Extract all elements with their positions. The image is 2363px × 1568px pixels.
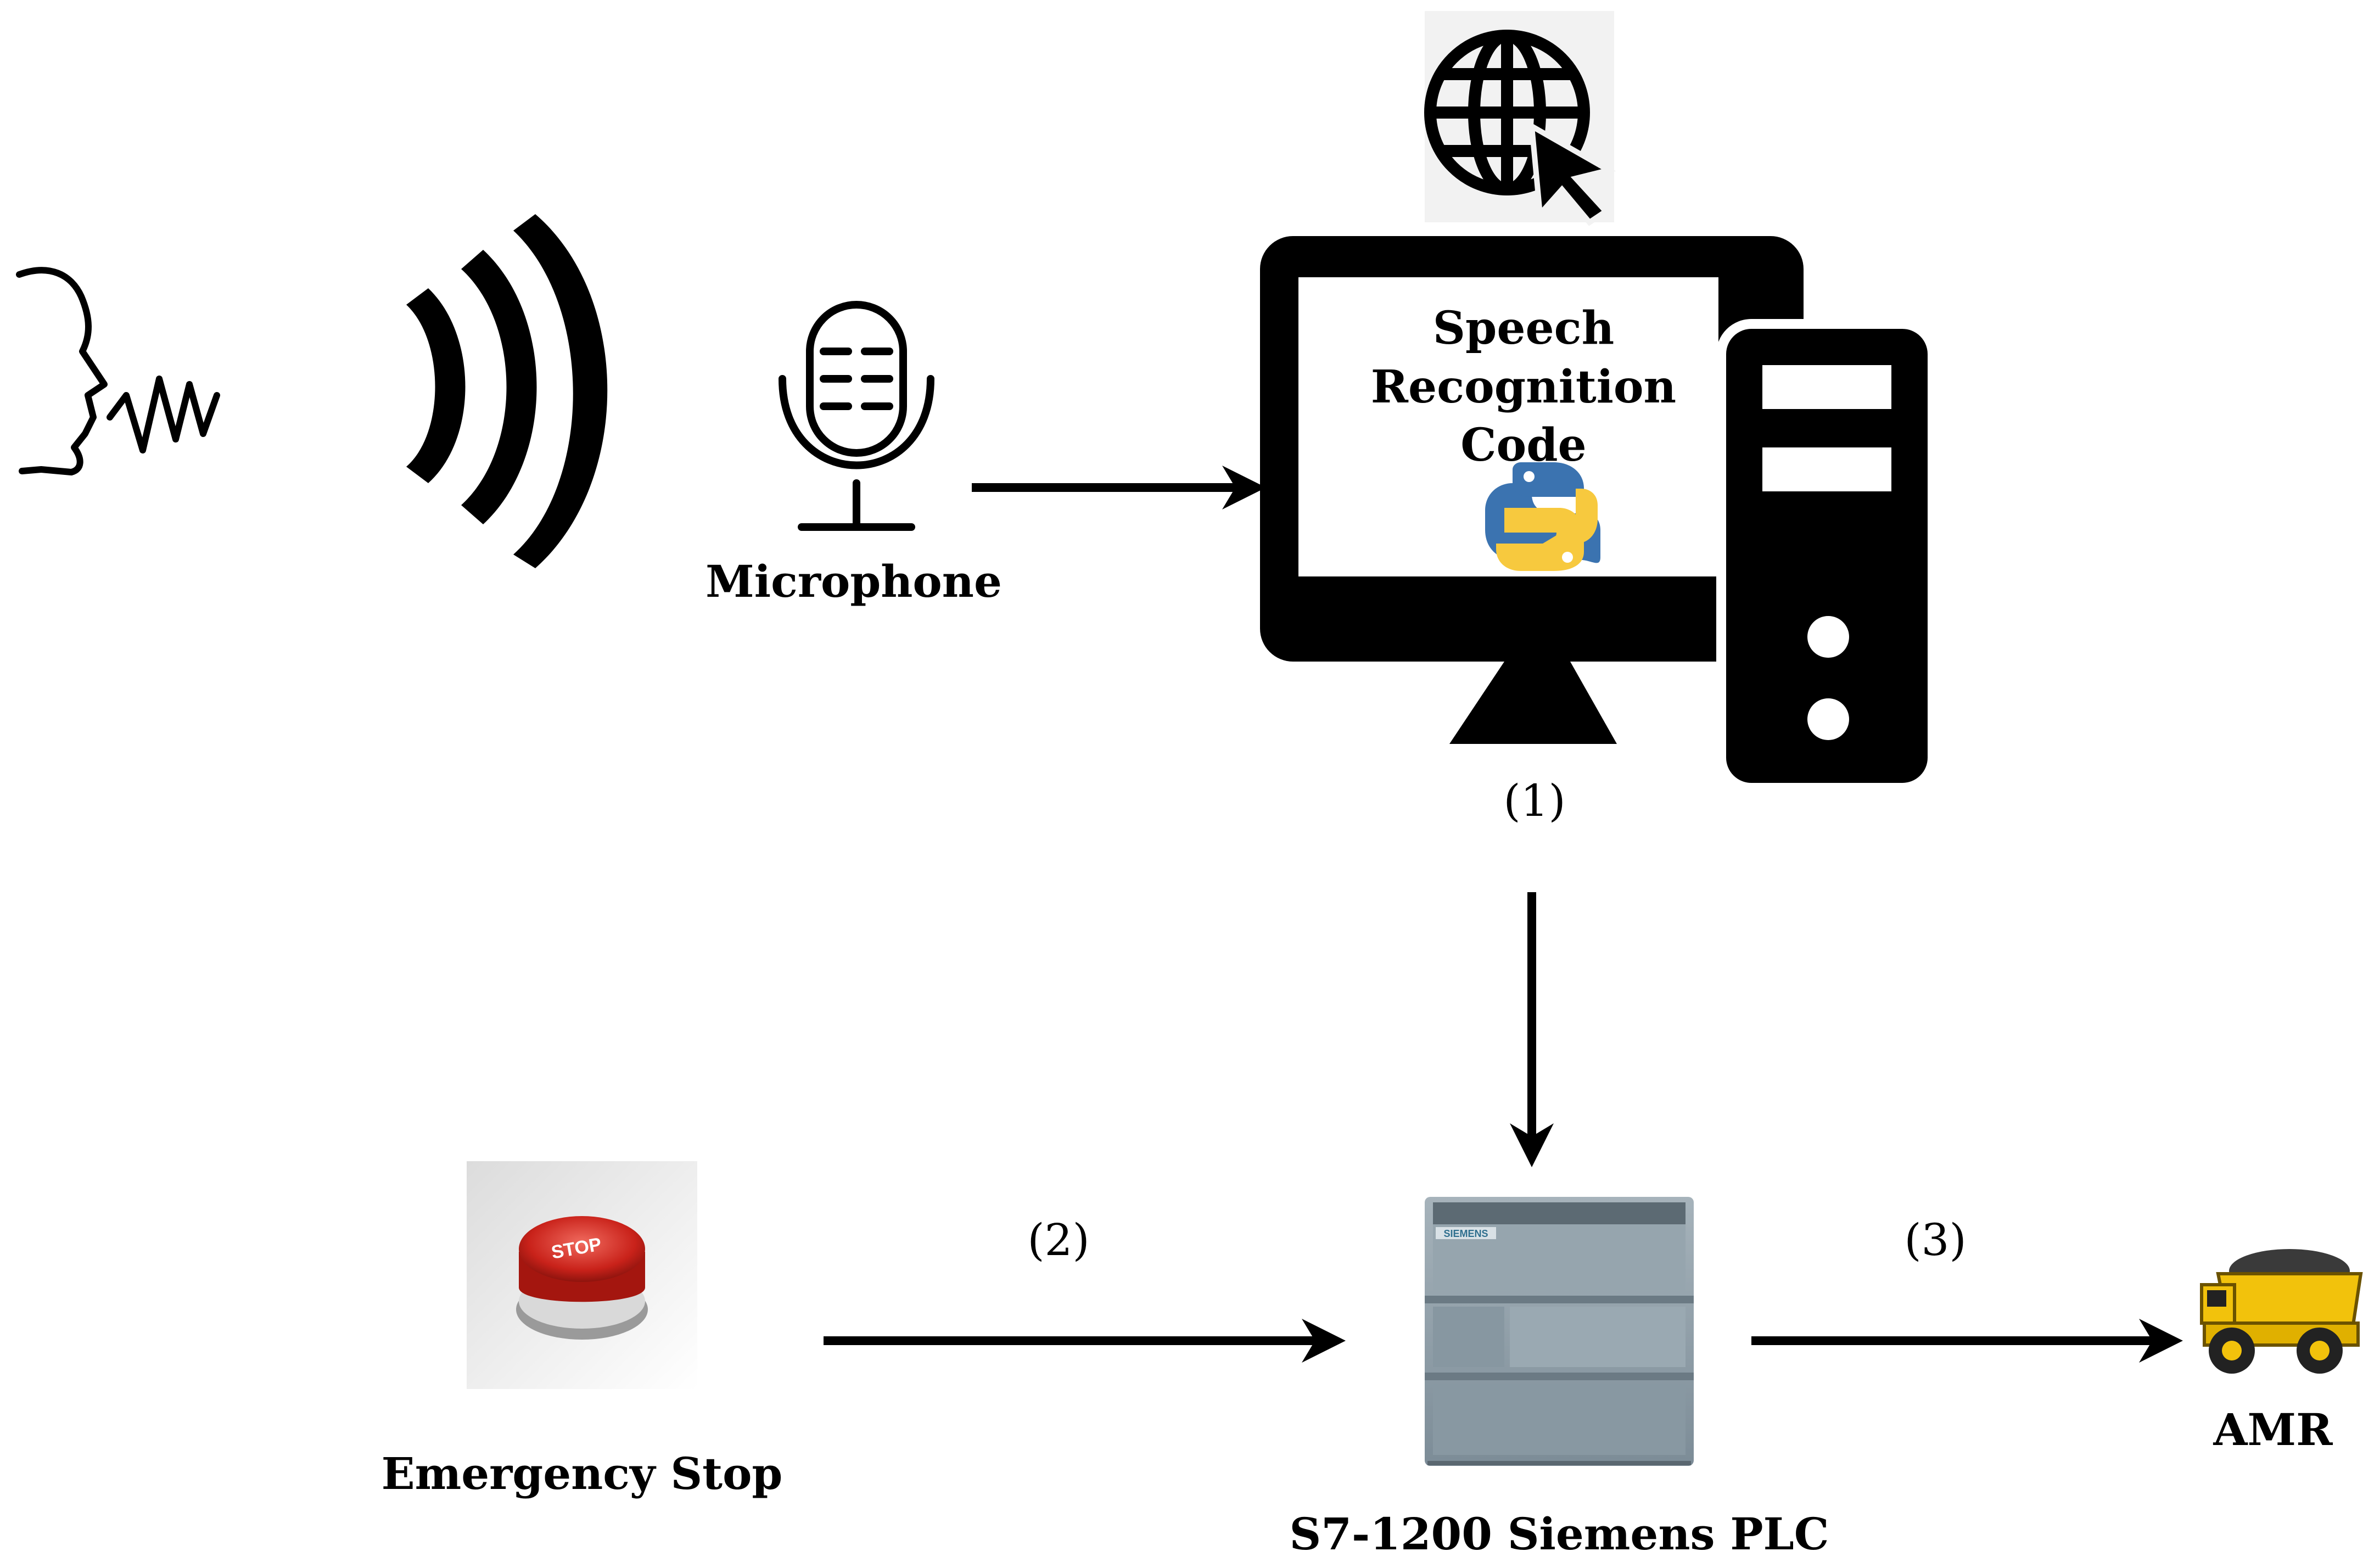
speaking-head-icon — [16, 267, 220, 475]
step-3-label: (3) — [1904, 1214, 1967, 1265]
dump-truck-icon — [2200, 1249, 2363, 1374]
python-logo-icon — [1485, 462, 1600, 571]
stop-button-icon: STOP — [467, 1161, 697, 1389]
microphone-label: Microphone — [705, 556, 1002, 607]
plc-label: S7-1200 Siemens PLC — [1289, 1508, 1829, 1560]
sound-waves-icon — [406, 214, 608, 568]
step-1-label: (1) — [1503, 775, 1566, 826]
globe-cursor-icon — [1424, 11, 1616, 226]
plc-icon: SIEMENS — [1425, 1197, 1694, 1466]
emergency-stop-label: Emergency Stop — [381, 1448, 783, 1499]
amr-label: AMR — [2213, 1404, 2333, 1455]
speech-recognition-line1: Speech Recognition — [1370, 302, 1677, 413]
computer-icon — [1260, 236, 1938, 793]
step-2-label: (2) — [1027, 1214, 1090, 1265]
microphone-icon — [779, 301, 934, 531]
speech-recognition-label: Speech Recognition Code — [1290, 299, 1757, 475]
plc-brand-text: SIEMENS — [1443, 1228, 1488, 1239]
speech-recognition-line2: Code — [1460, 419, 1587, 472]
